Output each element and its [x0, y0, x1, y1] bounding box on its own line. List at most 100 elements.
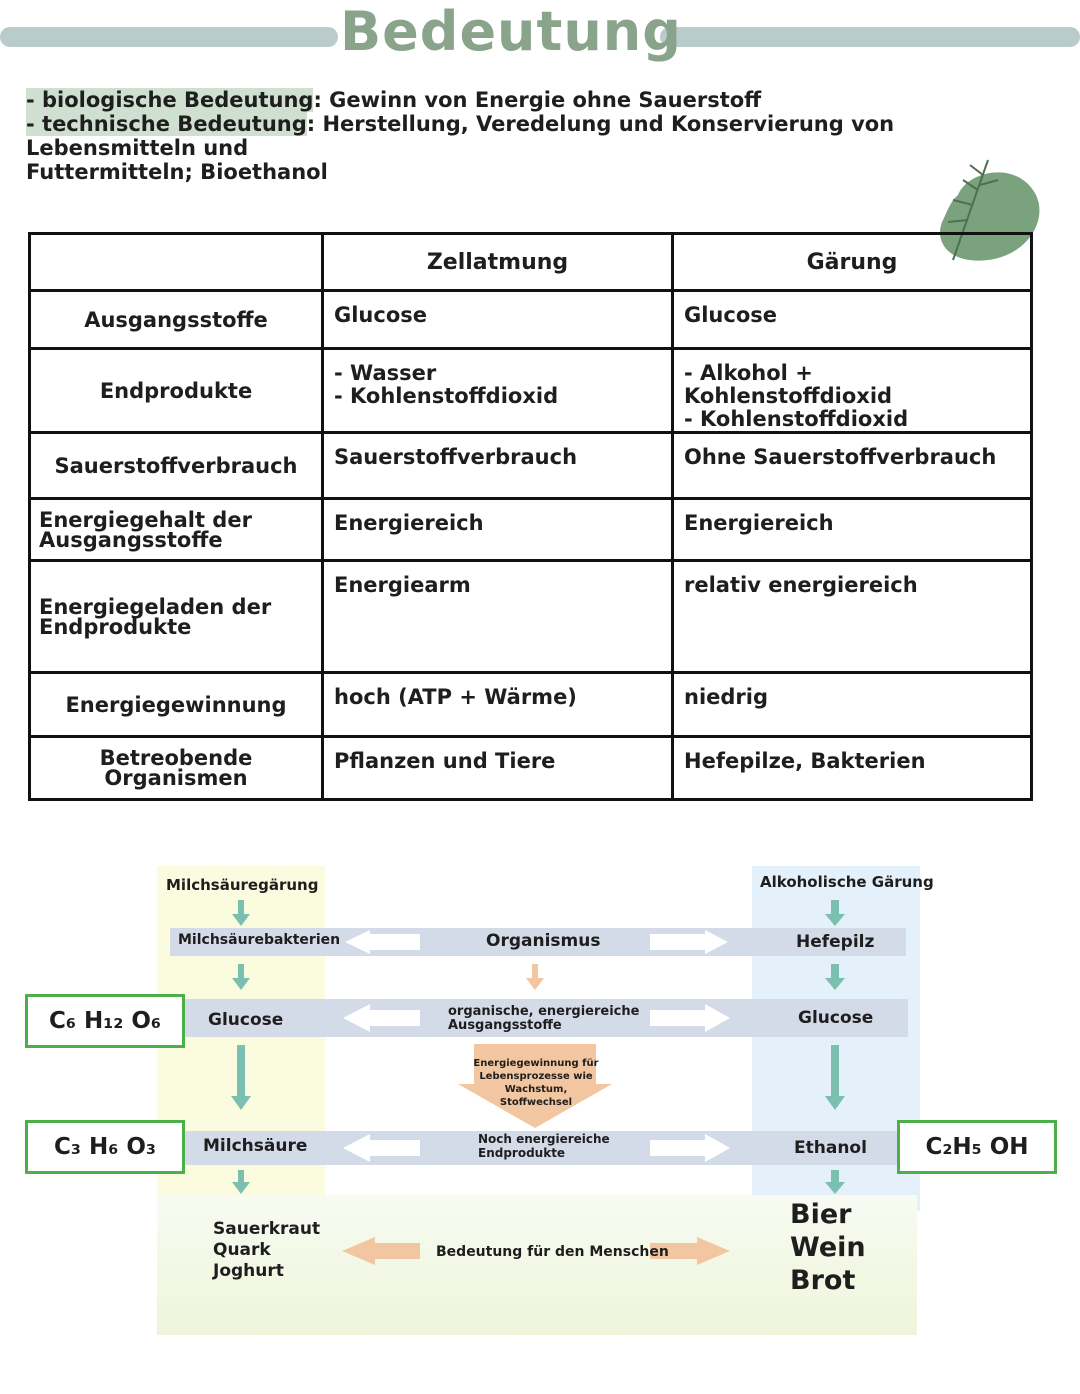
- arrow-down-left-4: [232, 1170, 250, 1194]
- intro-text: - biologische Bedeutung: Gewinn von Ener…: [26, 88, 1071, 184]
- table-header-row: Zellatmung Gärung: [28, 232, 1033, 292]
- table-row: Betreobende Organismen Pflanzen und Tier…: [28, 735, 1033, 801]
- lactic-acid-formula: C₃ H₆ O₃: [54, 1134, 156, 1160]
- arrow-left-row3: [343, 1134, 420, 1162]
- lactic-foods-list: Sauerkraut Quark Joghurt: [213, 1219, 320, 1282]
- cell-text: Glucose: [334, 303, 428, 327]
- header-bar-right: [660, 27, 1080, 47]
- center-organism-label: Organismus: [486, 931, 601, 951]
- comparison-table: Zellatmung Gärung Ausgangsstoffe Glucose…: [28, 232, 1033, 801]
- center-product-label: Noch energiereiche Endprodukte: [478, 1132, 610, 1160]
- arrow-left-row2: [343, 1004, 420, 1032]
- meaning-for-humans-label: Bedeutung für den Menschen: [436, 1244, 669, 1260]
- cell-text: Glucose: [684, 303, 778, 327]
- alcoholic-foods-list: Bier Wein Brot: [790, 1198, 866, 1297]
- organism-band: [170, 928, 906, 956]
- lactic-start-label: Glucose: [208, 1010, 284, 1030]
- lactic-acid-formula-box: C₃ H₆ O₃: [25, 1120, 185, 1174]
- arrow-down-right-4: [825, 1170, 845, 1194]
- ethanol-formula: C₂H₅ OH: [925, 1134, 1029, 1160]
- start-material-band: [170, 999, 908, 1037]
- cell-zellatmung: Energiearm: [321, 559, 674, 674]
- intro-desc-bio: : Gewinn von Energie ohne Sauerstoff: [313, 88, 762, 112]
- cell-zellatmung: Sauerstoffverbrauch: [321, 431, 674, 500]
- end-product-band: [170, 1131, 908, 1165]
- cell-text: hoch (ATP + Wärme): [334, 685, 577, 709]
- cell-text: Pflanzen und Tiere: [334, 749, 556, 773]
- intro-desc-tech: : Herstellung, Veredelung und Konservier…: [26, 112, 895, 160]
- cell-text: - Alkohol + Kohlenstoffdioxid: [684, 361, 893, 408]
- table-row: Sauerstoffverbrauch Sauerstoffverbrauch …: [28, 431, 1033, 500]
- ethanol-formula-box: C₂H₅ OH: [897, 1120, 1057, 1174]
- orange-arrows: [342, 964, 730, 1265]
- lactic-organism-label: Milchsäurebakterien: [178, 932, 341, 948]
- cell-gaerung: Ohne Sauerstoffverbrauch: [671, 431, 1033, 500]
- food-item: Sauerkraut: [213, 1219, 321, 1239]
- cell-text: relativ energiereich: [684, 573, 918, 597]
- energy-gain-label: Energiegewinnung für Lebensprozesse wie …: [473, 1058, 599, 1108]
- table-row: Endprodukte - Wasser - Kohlenstoffdioxid…: [28, 347, 1033, 434]
- cell-text: Energiereich: [684, 511, 834, 535]
- table-header-empty: [28, 232, 324, 292]
- cell-gaerung: relativ energiereich: [671, 559, 1033, 674]
- arrow-meaning-left: [342, 1237, 420, 1265]
- food-item: Joghurt: [213, 1261, 284, 1281]
- cell-text: Energiearm: [334, 573, 471, 597]
- row-label: Ausgangsstoffe: [28, 289, 324, 350]
- cell-zellatmung: Energiereich: [321, 497, 674, 562]
- white-arrows: [343, 930, 730, 1162]
- table-row: Energiegehalt der Ausgangsstoffe Energie…: [28, 497, 1033, 562]
- arrow-down-left-1: [232, 900, 250, 926]
- alcoholic-fermentation-title: Alkoholische Gärung: [760, 873, 934, 891]
- row-label: Energiegewinnung: [28, 671, 324, 738]
- table-row: Energiegeladen der Endprodukte Energiear…: [28, 559, 1033, 674]
- page-title: Bedeutung: [340, 0, 682, 63]
- arrow-left-row1: [345, 930, 420, 954]
- arrow-down-left-3: [231, 1045, 251, 1110]
- arrow-meaning-right: [650, 1237, 730, 1265]
- cell-text: niedrig: [684, 685, 769, 709]
- arrow-down-right-2: [825, 964, 845, 990]
- intro-line-tech-cont: Futtermitteln; Bioethanol: [26, 160, 328, 184]
- cell-text: - Kohlenstoffdioxid: [334, 384, 559, 408]
- table-row: Ausgangsstoffe Glucose Glucose: [28, 289, 1033, 350]
- cell-zellatmung: - Wasser - Kohlenstoffdioxid: [321, 347, 674, 434]
- lactic-product-label: Milchsäure: [203, 1136, 308, 1156]
- arrow-energy-down: [458, 1044, 612, 1128]
- food-item: Wein: [790, 1232, 866, 1263]
- arrow-right-row2: [650, 1004, 730, 1032]
- cell-zellatmung: Pflanzen und Tiere: [321, 735, 674, 801]
- food-item: Quark: [213, 1240, 271, 1260]
- arrow-down-right-3: [825, 1045, 845, 1110]
- intro-line-tech: - technische Bedeutung: Herstellung, Ver…: [26, 112, 1071, 160]
- green-arrows: [231, 900, 845, 1194]
- arrow-right-row3: [650, 1134, 730, 1162]
- cell-zellatmung: hoch (ATP + Wärme): [321, 671, 674, 738]
- cell-text: - Kohlenstoffdioxid: [684, 407, 909, 431]
- glucose-formula-box: C₆ H₁₂ O₆: [25, 994, 185, 1048]
- cell-text: Hefepilze, Bakterien: [684, 749, 926, 773]
- cell-gaerung: - Alkohol + Kohlenstoffdioxid - Kohlenst…: [671, 347, 1033, 434]
- alcoholic-product-label: Ethanol: [794, 1138, 867, 1158]
- cell-gaerung: Hefepilze, Bakterien: [671, 735, 1033, 801]
- table-row: Energiegewinnung hoch (ATP + Wärme) nied…: [28, 671, 1033, 738]
- cell-gaerung: niedrig: [671, 671, 1033, 738]
- cell-zellatmung: Glucose: [321, 289, 674, 350]
- glucose-formula: C₆ H₁₂ O₆: [49, 1008, 161, 1034]
- intro-term-tech: - technische Bedeutung: [26, 112, 307, 136]
- center-start-label: organische, energiereiche Ausgangsstoffe: [448, 1004, 640, 1033]
- alcoholic-organism-label: Hefepilz: [796, 932, 875, 952]
- lactic-fermentation-title: Milchsäuregärung: [166, 876, 319, 894]
- food-item: Bier: [790, 1199, 852, 1230]
- table-header-gaerung: Gärung: [671, 232, 1033, 292]
- row-label: Betreobende Organismen: [28, 735, 324, 801]
- table-header-zellatmung: Zellatmung: [321, 232, 674, 292]
- cell-gaerung: Glucose: [671, 289, 1033, 350]
- cell-text: - Wasser: [334, 361, 437, 385]
- row-label: Endprodukte: [28, 347, 324, 434]
- arrow-right-row1: [650, 930, 728, 954]
- cell-text: Energiereich: [334, 511, 484, 535]
- cell-gaerung: Energiereich: [671, 497, 1033, 562]
- intro-line-bio: - biologische Bedeutung: Gewinn von Ener…: [26, 88, 1071, 112]
